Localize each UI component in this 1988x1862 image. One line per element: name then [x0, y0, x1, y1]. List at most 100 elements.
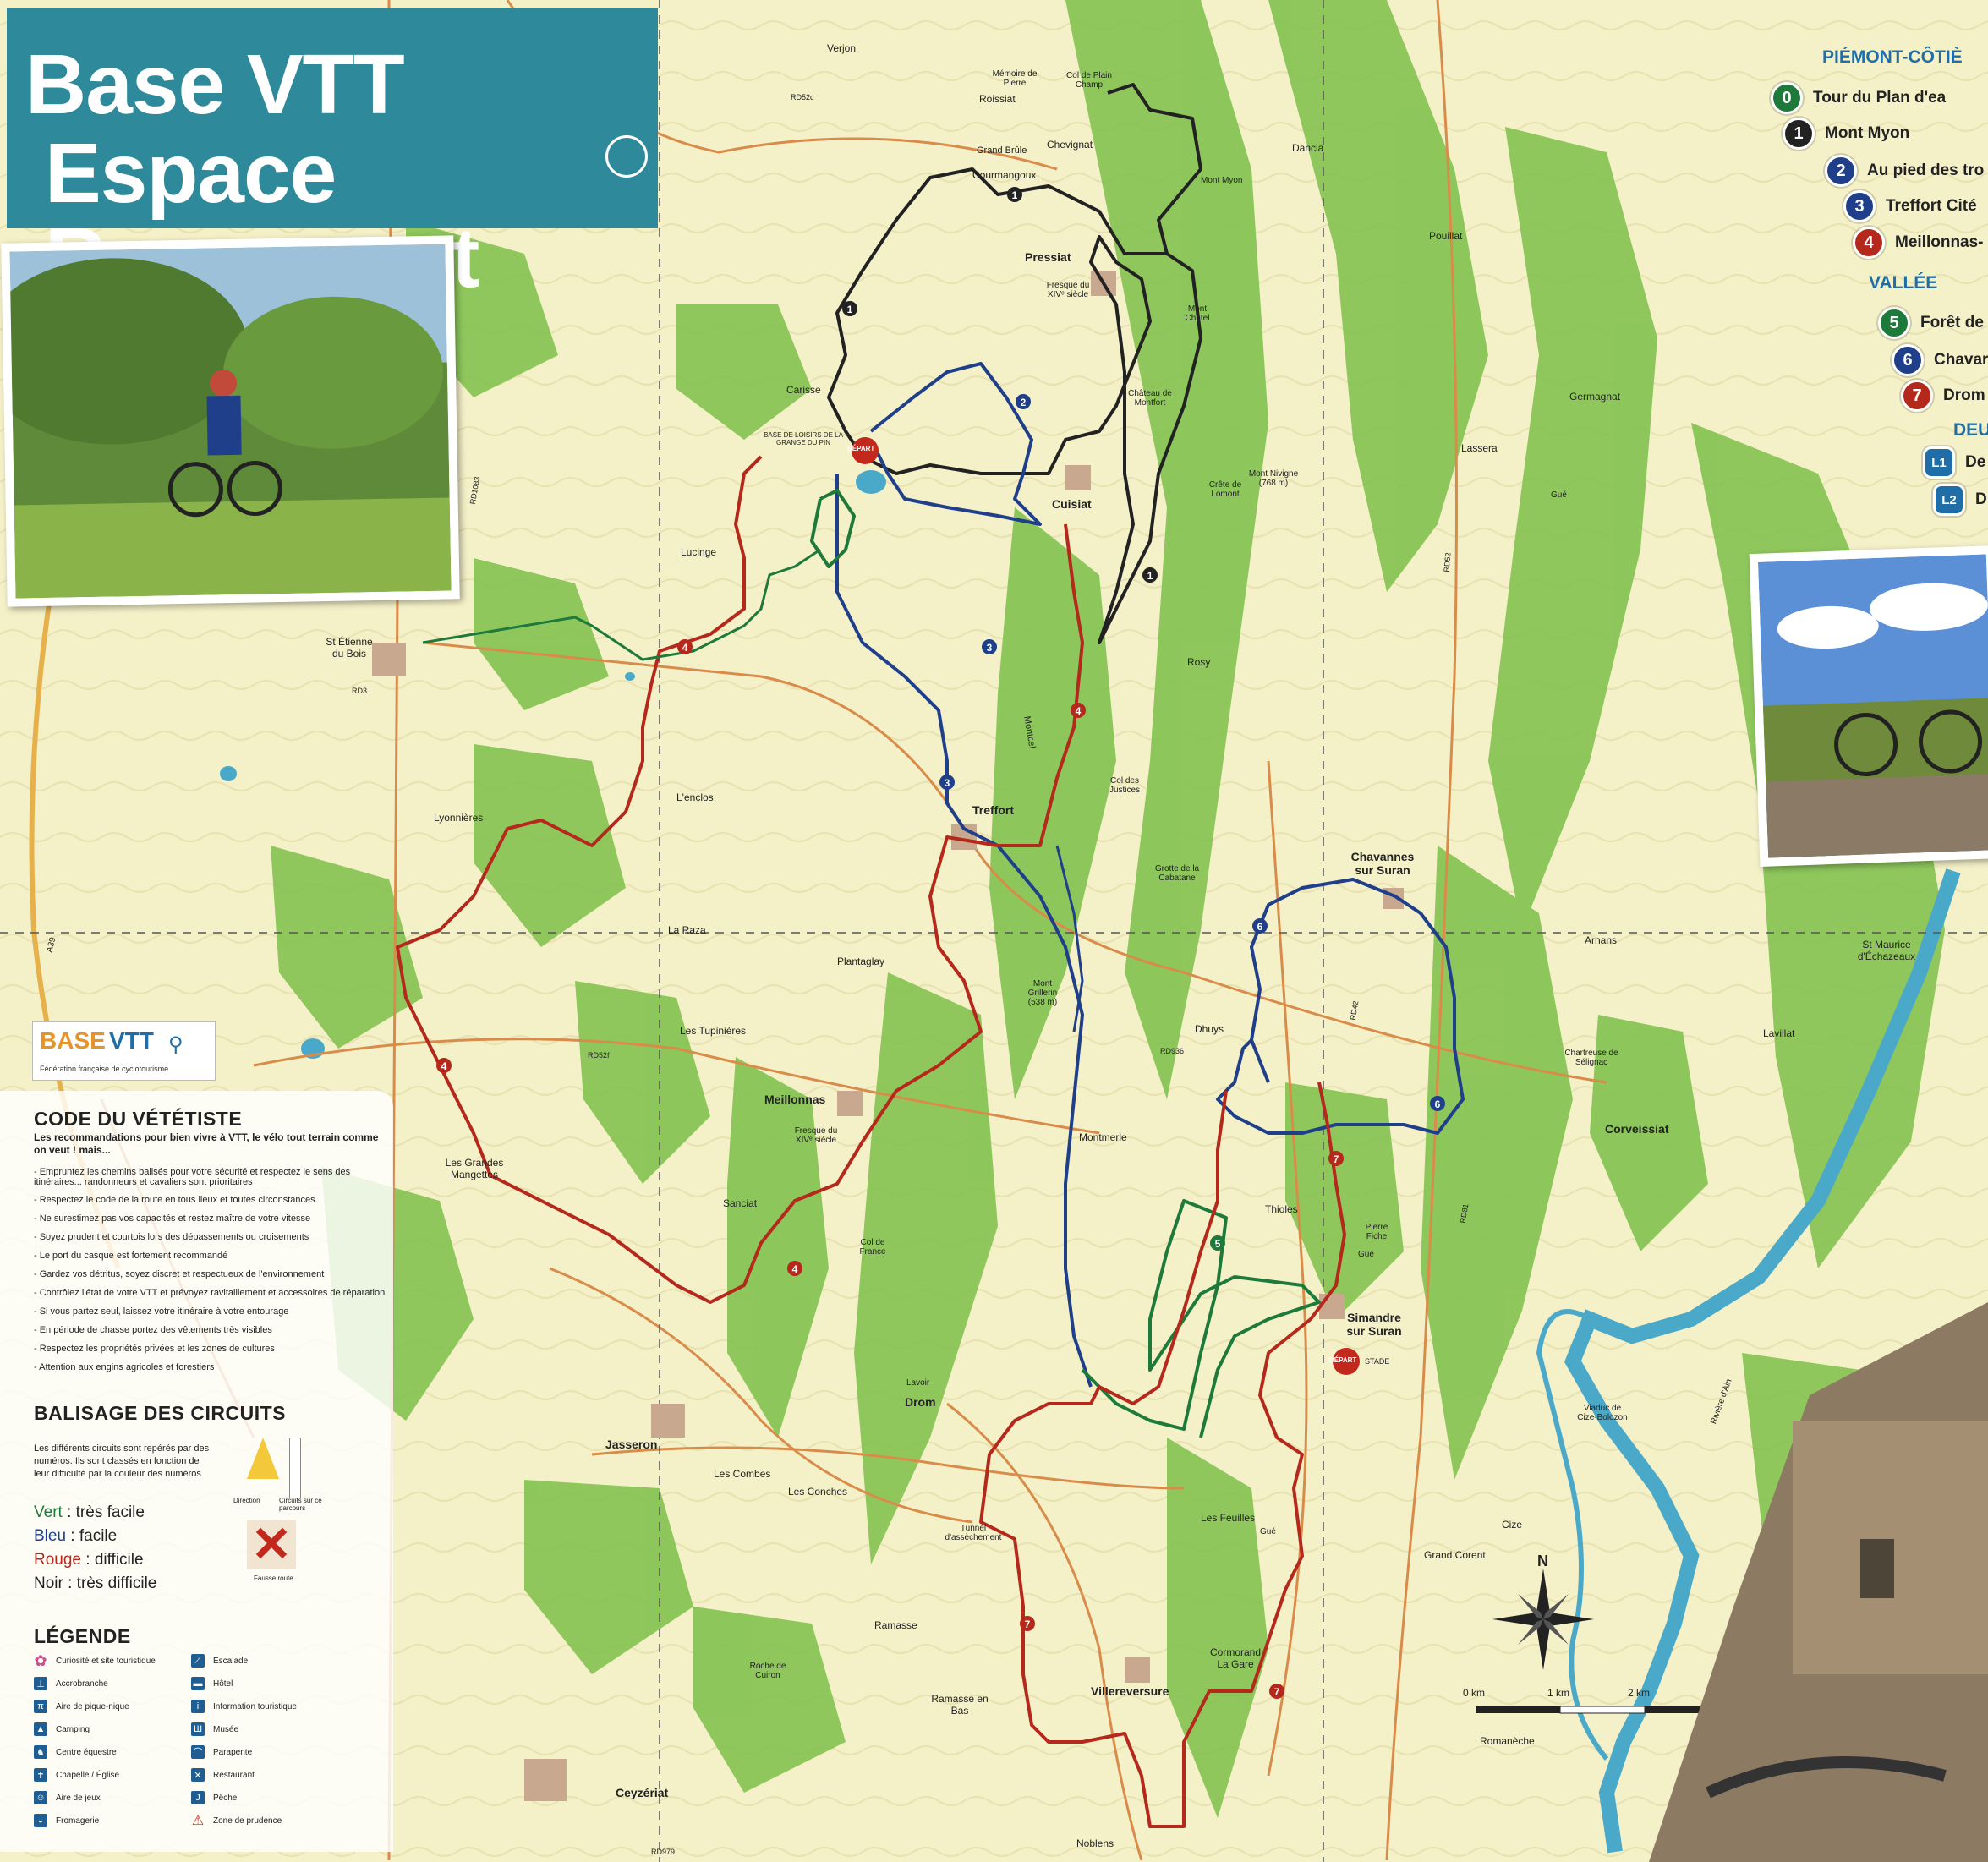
route-name-l1: De [1965, 453, 1986, 471]
legend-item-chapel: ✝Chapelle / Église [34, 1768, 119, 1782]
place-label: Ramasse en Bas [931, 1693, 989, 1717]
route-6-trail[interactable] [1216, 878, 1465, 1135]
route-marker-6: 6 [1252, 918, 1268, 934]
playground-icon: ☺ [34, 1791, 47, 1804]
place-label: Lavillat [1763, 1027, 1795, 1039]
legend-label: Hôtel [213, 1679, 233, 1689]
code-item: - Respectez le code de la route en tous … [34, 1195, 318, 1205]
place-label: Mont Grillerin (538 m) [1027, 979, 1058, 1007]
legend-item-climbing: ⟋Escalade [191, 1654, 248, 1668]
route-marker-3: 3 [982, 639, 997, 654]
route-item-1[interactable]: 1 Mont Myon [1783, 118, 1909, 150]
direction-caption: Direction [233, 1497, 260, 1504]
code-item: - En période de chasse portez des vêteme… [34, 1325, 272, 1335]
place-label: Dhuys [1195, 1023, 1224, 1035]
difficulty-red-color: Rouge [34, 1551, 81, 1569]
route-name-0: Tour du Plan d'ea [1813, 89, 1947, 107]
road-label: RD936 [1160, 1047, 1185, 1055]
route-marker-4: 4 [1071, 703, 1086, 718]
route-badge-7: 7 [1901, 380, 1933, 412]
route-l2-trail[interactable] [1055, 845, 1084, 1032]
code-item: - Empruntez les chemins balisés pour vot… [34, 1167, 351, 1187]
legend-item-camping: ▲Camping [34, 1722, 90, 1736]
svg-text:7: 7 [1334, 1153, 1339, 1165]
route-1-trail[interactable] [827, 83, 1202, 644]
legend-label: Accrobranche [56, 1679, 108, 1689]
route-item-0[interactable]: 0 Tour du Plan d'ea [1771, 82, 1946, 114]
place-label: Courmangoux [972, 169, 1037, 181]
place-label: Pierre Fiche [1365, 1223, 1388, 1241]
route-2-trail[interactable] [869, 362, 1042, 526]
info-icon: i [191, 1700, 205, 1713]
svg-text:4: 4 [441, 1060, 447, 1072]
route-marker-1: 1 [842, 301, 857, 316]
place-label: Corveissiat [1605, 1122, 1669, 1136]
route-badge-3: 3 [1843, 190, 1876, 222]
place-label: Germagnat [1569, 391, 1621, 403]
place-label: Thioles [1265, 1203, 1298, 1215]
place-label: Grand Corent [1424, 1549, 1486, 1561]
road-label: RD52c [791, 93, 814, 101]
route-5-trail[interactable] [1081, 1199, 1321, 1438]
route-name-5: Forêt de [1920, 314, 1984, 331]
cyclist-photo [1, 235, 460, 607]
code-item: - Ne surestimez pas vos capacités et res… [34, 1213, 311, 1224]
route-marker-4: 4 [787, 1261, 802, 1276]
road-label: RD52f [588, 1051, 610, 1060]
place-label: Montmerle [1079, 1131, 1127, 1143]
route-badge-l2: L2 [1933, 484, 1965, 516]
place-label: Noblens [1076, 1837, 1114, 1849]
legend-item-hotel: ▬Hôtel [191, 1677, 233, 1690]
wrong-way-icon: ✕ [247, 1520, 296, 1569]
svg-text:5: 5 [1215, 1238, 1221, 1250]
legend-label: Pêche [213, 1793, 238, 1803]
balisage-text: Les différents circuits sont repérés par… [34, 1443, 210, 1479]
route-3-trail[interactable] [835, 474, 1093, 1388]
code-item: - Respectez les propriétés privées et le… [34, 1344, 275, 1354]
horse-icon: ♞ [34, 1745, 47, 1759]
route-item-7[interactable]: 7 Drom [1901, 380, 1985, 412]
route-4-trail[interactable] [396, 455, 1084, 1304]
picnic-icon: π [34, 1700, 47, 1713]
route-7-trail[interactable] [979, 1082, 1346, 1828]
zone-title-piemont: PIÉMONT-CÔTIÈ [1822, 47, 1963, 67]
brand-logo-icon [605, 135, 648, 178]
route-item-4[interactable]: 4 Meillonnas- [1853, 227, 1984, 259]
place-label: L'enclos [676, 791, 714, 803]
place-label: Cuisiat [1052, 497, 1092, 511]
route-item-5[interactable]: 5 Forêt de [1878, 307, 1984, 339]
place-label: Ceyzériat [616, 1786, 669, 1799]
route-item-2[interactable]: 2 Au pied des tro [1825, 155, 1984, 187]
svg-text:4: 4 [792, 1263, 798, 1275]
place-label: Pressiat [1025, 250, 1071, 264]
cyclist-photo-image [9, 244, 452, 599]
route-0-trail[interactable] [810, 489, 856, 568]
route-item-l1[interactable]: L1 De [1923, 446, 1985, 479]
legend-label: Centre équestre [56, 1747, 117, 1757]
circuit-sign-icon [289, 1438, 301, 1498]
place-label: Jasseron [605, 1438, 658, 1451]
route-badge-6: 6 [1892, 344, 1924, 376]
place-label: Chevignat [1047, 139, 1093, 151]
code-title: CODE DU VÉTÉTISTE [34, 1108, 243, 1130]
place-label: Sanciat [723, 1197, 758, 1209]
place-label: Carisse [786, 384, 821, 396]
code-item: - Soyez prudent et courtois lors des dép… [34, 1232, 309, 1242]
legend-label: Escalade [213, 1656, 249, 1666]
route-item-3[interactable]: 3 Treffort Cité [1843, 190, 1977, 222]
code-item: - Gardez vos détritus, soyez discret et … [34, 1269, 325, 1279]
place-label: Verjon [827, 42, 857, 54]
place-label: La Raza [668, 924, 706, 936]
route-name-2: Au pied des tro [1867, 162, 1985, 179]
place-label: DÉPART [847, 445, 875, 452]
route-l1-trail[interactable] [422, 548, 821, 661]
route-item-l2[interactable]: L2 D [1933, 484, 1987, 516]
place-label: Meillonnas [764, 1093, 826, 1106]
route-badge-1: 1 [1783, 118, 1815, 150]
route-item-6[interactable]: 6 Chavar [1892, 344, 1988, 376]
route-marker-5: 5 [1210, 1235, 1225, 1251]
difficulty-green-text: : très facile [62, 1503, 145, 1521]
